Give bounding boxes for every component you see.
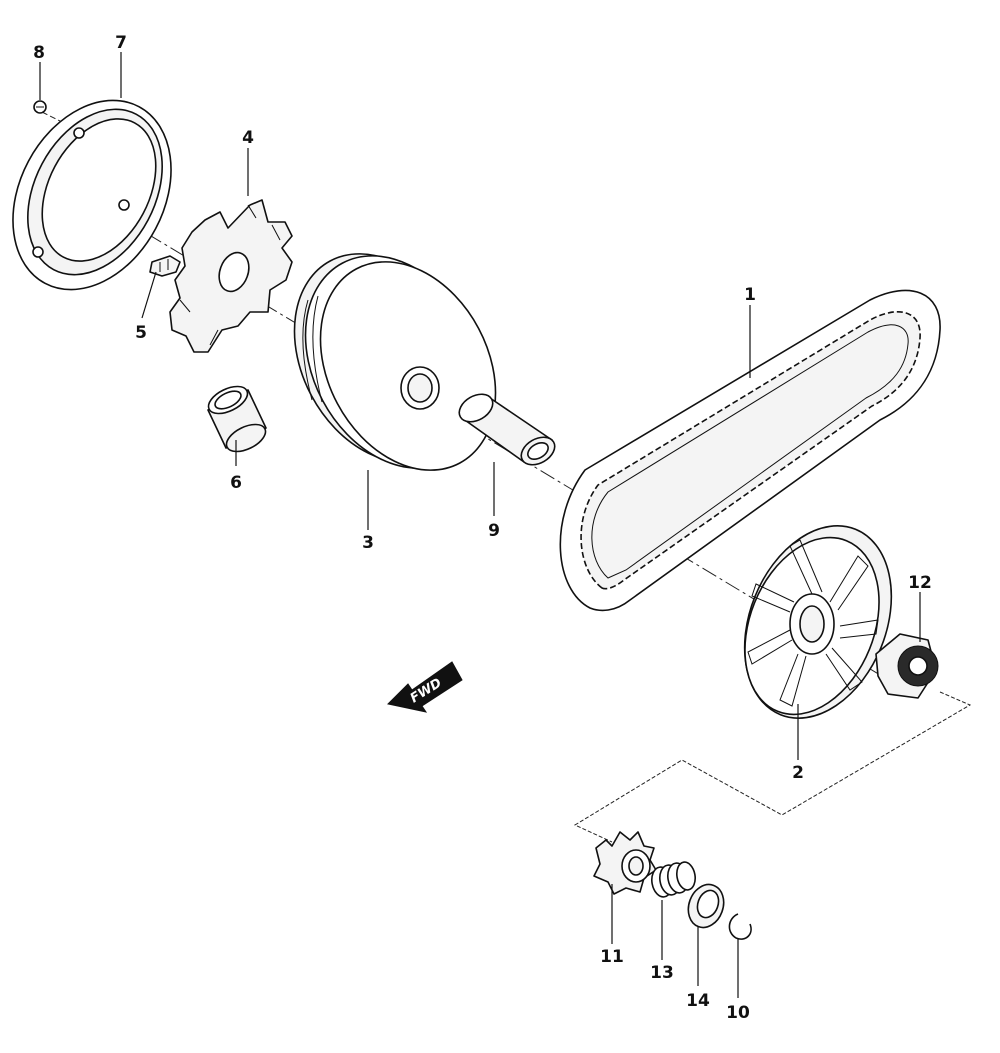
callout-6: 6: [230, 473, 242, 493]
callout-11: 11: [600, 947, 624, 967]
callout-12: 12: [908, 573, 932, 593]
assembly-bracket: [573, 691, 972, 843]
part-collar[interactable]: [204, 381, 269, 457]
part-fan-drive-face[interactable]: [717, 504, 918, 740]
part-circlip[interactable]: [728, 913, 752, 940]
part-screw[interactable]: [33, 100, 47, 114]
part-cover[interactable]: [0, 73, 203, 317]
callout-1: 1: [744, 285, 756, 305]
leader-lines: [39, 52, 921, 998]
arrow-left-icon: [386, 661, 463, 713]
part-bushing[interactable]: [454, 389, 559, 471]
callout-5: 5: [135, 323, 147, 343]
callout-14: 14: [686, 991, 710, 1011]
callout-numbers: 1 2 3 4 5 6 7 8 9 10 11 12 13 14: [33, 33, 932, 1023]
callout-4: 4: [242, 128, 254, 148]
part-spring[interactable]: [650, 861, 698, 899]
callout-2: 2: [792, 763, 804, 783]
part-movable-drive-face[interactable]: [260, 223, 531, 500]
fwd-direction-marker: FWD: [386, 661, 463, 713]
part-ramp-plate[interactable]: [169, 199, 293, 353]
part-washer[interactable]: [683, 880, 730, 933]
callout-7: 7: [115, 33, 127, 53]
callout-9: 9: [488, 521, 500, 541]
callout-13: 13: [650, 963, 674, 983]
part-nut[interactable]: [875, 633, 939, 699]
part-slider-piece[interactable]: [149, 255, 181, 277]
callout-3: 3: [362, 533, 374, 553]
callout-10: 10: [726, 1003, 750, 1023]
part-drive-belt[interactable]: [559, 289, 941, 612]
callout-8: 8: [33, 43, 45, 63]
part-gear[interactable]: [593, 831, 657, 895]
